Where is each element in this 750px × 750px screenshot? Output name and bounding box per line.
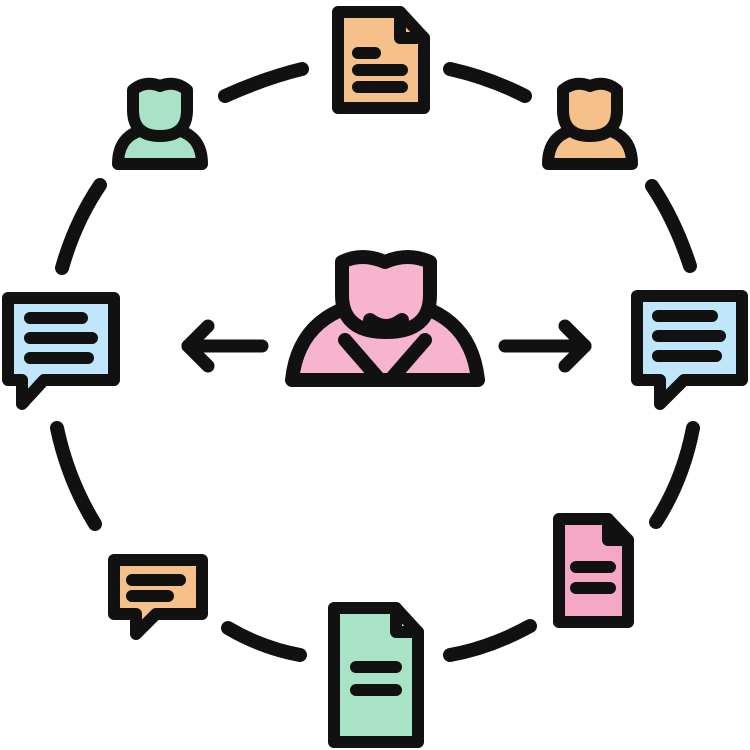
document-fold [390, 602, 424, 638]
document-fold [602, 513, 634, 546]
chat-bubble-icon [108, 554, 208, 640]
chat-bubble-body [2, 292, 120, 410]
arrow-left-icon [181, 319, 269, 373]
ring-segment-bottom-right [443, 619, 537, 662]
document-body [328, 602, 424, 748]
arrow-right-icon [498, 319, 592, 373]
person-head [127, 77, 193, 142]
ring-segment-left-upper [55, 178, 107, 275]
chat-bubble-icon [631, 290, 748, 410]
chat-bubble-icon [2, 292, 120, 410]
person-icon [542, 77, 638, 170]
person-head [557, 77, 623, 142]
ring-segment-top-right [443, 62, 532, 103]
central-person-head [335, 250, 437, 339]
document-icon [553, 513, 634, 628]
document-fold [394, 6, 430, 44]
document-icon [332, 6, 430, 114]
ring-segment-bottom-left [221, 621, 307, 662]
central-person-icon [285, 250, 485, 387]
ring-segment-top-left [218, 62, 309, 103]
document-icon [328, 602, 424, 748]
central-person-mouth [363, 313, 409, 333]
document-body [332, 6, 430, 114]
ring-segment-left-lower [50, 421, 102, 531]
ring-segment-right-upper [645, 179, 697, 273]
person-icon [112, 77, 208, 170]
ring-segment-right-lower [649, 421, 700, 529]
dashed-ring [50, 62, 700, 662]
central-person-collar [338, 333, 432, 385]
